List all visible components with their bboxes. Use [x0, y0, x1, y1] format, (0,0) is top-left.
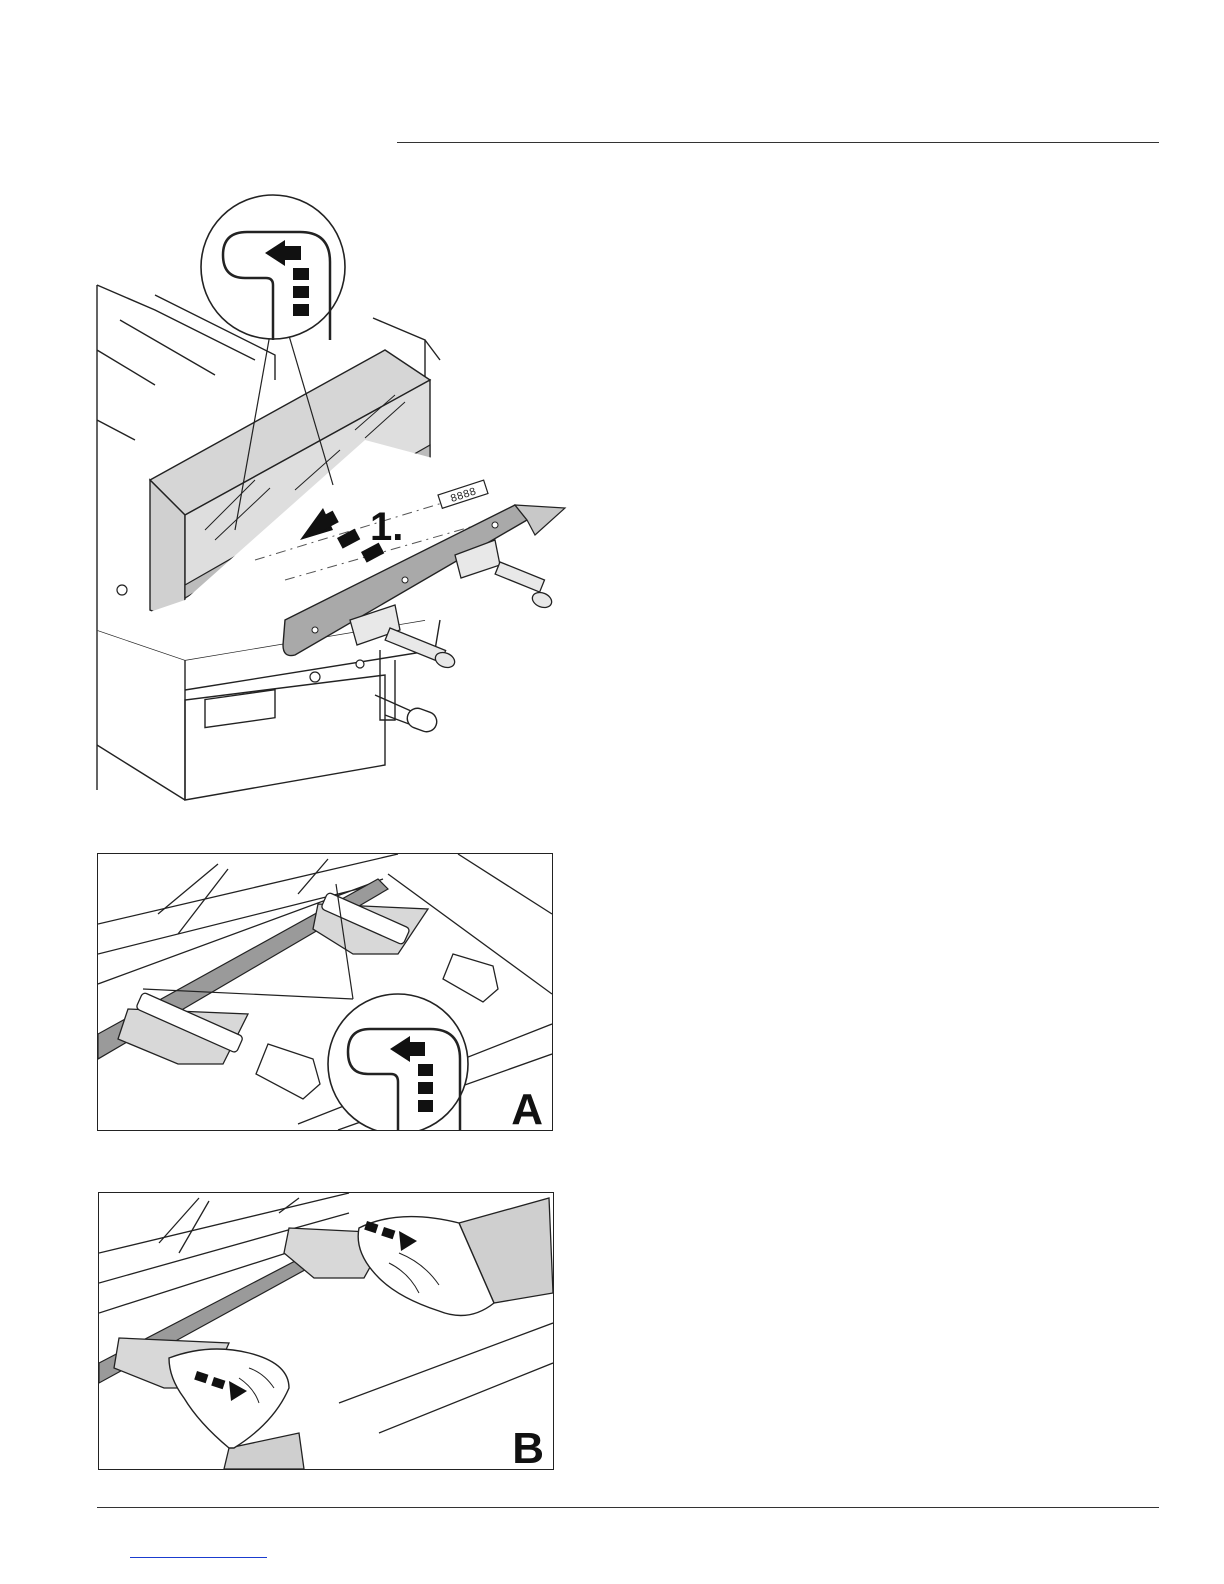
panel-b-label: B: [512, 1424, 544, 1469]
step-label: 1.: [370, 505, 403, 549]
header-rule: [397, 142, 1159, 143]
detail-panel-b: B: [98, 1192, 554, 1470]
cutter-machine-drawing: 8888 1.: [95, 190, 575, 805]
hands-detail-drawing-b: B: [99, 1193, 553, 1469]
main-illustration: 8888 1.: [95, 190, 575, 805]
display-readout-text: 8888: [449, 486, 478, 506]
clamp-detail-drawing-a: A: [98, 854, 552, 1130]
footer-rule: [97, 1507, 1159, 1508]
detail-panel-a: A: [97, 853, 553, 1131]
panel-a-label: A: [511, 1085, 543, 1130]
footer-link-underline[interactable]: [130, 1557, 267, 1558]
